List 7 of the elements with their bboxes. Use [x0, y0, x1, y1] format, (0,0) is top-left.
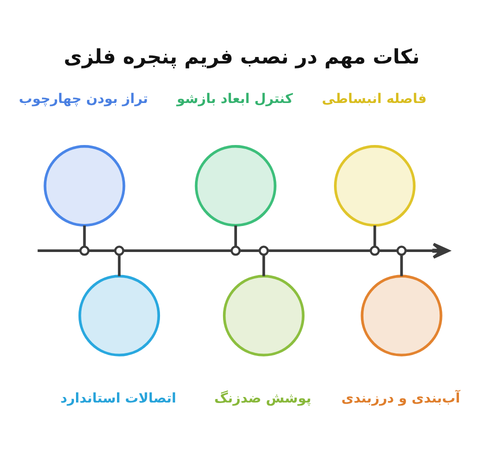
node-label: آب‌بندی و درزبندی	[341, 392, 460, 407]
diagram-title: نکات مهم در نصب فریم پنجره فلزی	[64, 44, 420, 68]
node-label: کنترل ابعاد بازشو	[176, 92, 293, 107]
node-label: تراز بودن چهارچوب	[18, 92, 148, 107]
node-label: اتصالات استاندارد	[60, 392, 176, 407]
node-label: فاصله انبساطی	[322, 92, 427, 107]
node-label: پوشش ضدزنگ	[214, 392, 312, 407]
